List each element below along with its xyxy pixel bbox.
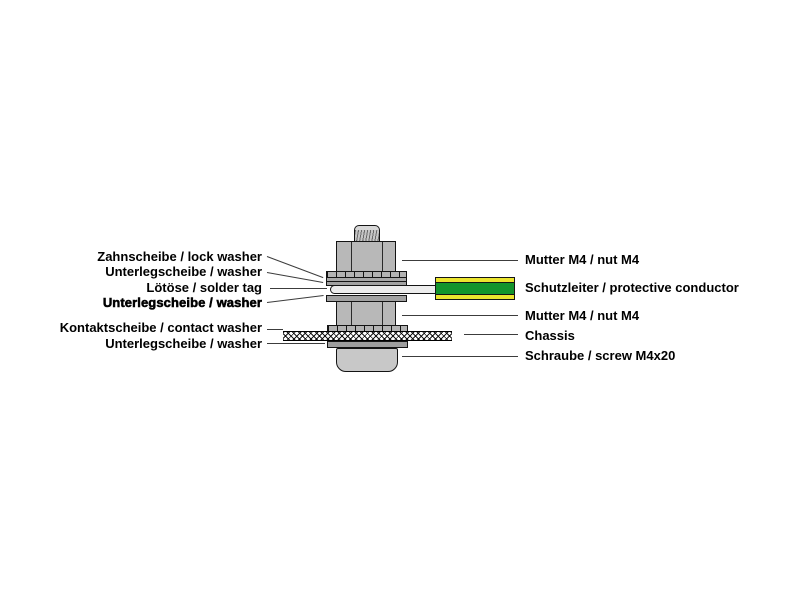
protective-conductor-wire	[435, 277, 515, 300]
leader-line-chassis	[464, 334, 518, 335]
label-protective-conductor: Schutzleiter / protective conductor	[525, 280, 739, 295]
hex-nut-bottom	[336, 301, 396, 327]
label-washer-middle: Unterlegscheibe / washer	[102, 295, 263, 311]
label-screw: Schraube / screw M4x20	[525, 348, 676, 363]
washer-lower	[327, 341, 408, 348]
label-solder-tag: Lötöse / solder tag	[146, 280, 262, 295]
chassis-plate	[283, 331, 452, 341]
label-contact-washer: Kontaktscheibe / contact washer	[59, 320, 262, 335]
leader-line-screw	[402, 356, 518, 357]
label-nut-bottom: Mutter M4 / nut M4	[525, 308, 640, 323]
label-nut-top: Mutter M4 / nut M4	[525, 252, 640, 267]
threaded-stud	[354, 225, 380, 242]
leader-line-nut-bottom	[402, 315, 518, 316]
solder-tag	[330, 285, 437, 294]
nut-facet-line	[351, 302, 352, 326]
leader-line-solder-tag	[270, 288, 327, 289]
label-washer-upper: Unterlegscheibe / washer	[105, 264, 262, 279]
label-washer-lower: Unterlegscheibe / washer	[105, 336, 262, 351]
leader-line-washer-middle	[266, 294, 324, 303]
label-lock-washer: Zahnscheibe / lock washer	[97, 249, 262, 264]
leader-line-nut-top	[402, 260, 518, 261]
screw-head	[336, 348, 398, 372]
thread-hatching	[355, 230, 379, 242]
hex-nut-top	[336, 241, 396, 272]
nut-facet-line	[382, 242, 383, 271]
leader-line-lock-washer	[266, 256, 324, 279]
leader-line-washer-lower	[267, 343, 325, 344]
label-chassis: Chassis	[525, 328, 575, 343]
nut-facet-line	[351, 242, 352, 271]
leader-line-contact-washer	[267, 329, 283, 330]
nut-facet-line	[382, 302, 383, 326]
conductor-green-stripe	[436, 282, 514, 295]
